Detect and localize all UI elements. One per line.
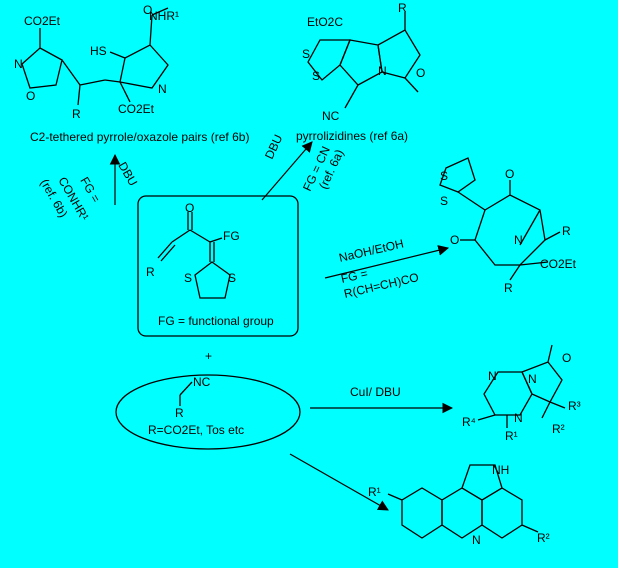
label-co2et-pyrrole: CO2Et (118, 102, 155, 116)
isocyanide-ellipse (115, 374, 301, 450)
label-co2et-oxazole: CO2Et (24, 14, 61, 28)
label-o-triazine: O (562, 351, 571, 365)
label-r-bicyclic-top: R (562, 224, 571, 238)
label-nc-pyrrolizidine: NC (322, 109, 340, 123)
label-s-bottom: S (312, 69, 320, 83)
triazine-structure (477, 344, 566, 428)
arrow-right-cond1: FG = (340, 266, 369, 286)
dithiolane-ketone-structure (157, 212, 231, 299)
label-r1-triazine: R¹ (505, 429, 518, 443)
pyrrole-oxazole-structure (21, 7, 169, 106)
label-eto2c: EtO2C (307, 15, 343, 29)
label-nc-isocyanide: NC (193, 375, 211, 389)
pyrrolizidine-structure (307, 12, 421, 109)
arrow-mid-reagent: DBU (262, 132, 285, 161)
label-n-quinoline: N (472, 533, 481, 547)
caption-functional-group: FG = functional group (158, 314, 274, 328)
label-o-oxazole: O (26, 89, 35, 103)
label-r1-quinoline: R¹ (368, 485, 381, 499)
label-s-bicyclic-bottom: S (440, 194, 448, 208)
caption-isocyanide: R=CO2Et, Tos etc (148, 423, 244, 437)
arrow-to-bicyclic (324, 245, 450, 279)
label-n-oxazole: N (14, 57, 23, 71)
label-r3-triazine: R³ (568, 399, 581, 413)
label-o-center: O (185, 201, 194, 215)
label-nhr1: NHR¹ (149, 9, 179, 23)
label-o-amide: O (143, 3, 152, 17)
label-n3-triazine: N (514, 411, 523, 425)
label-sh: HS (90, 44, 107, 58)
label-s-top: S (302, 47, 310, 61)
arrow-to-pyrroloquinoline (289, 453, 389, 511)
label-o-bicyclic-top: O (505, 167, 514, 181)
isocyanide-structure (179, 381, 193, 406)
label-r2-triazine: R² (552, 422, 565, 436)
caption-pyrrole-oxazole: C2-tethered pyrrole/oxazole pairs (ref 6… (30, 130, 249, 144)
caption-pyrrolizidines: pyrrolizidines (ref 6a) (296, 129, 408, 143)
label-r2-quinoline: R² (537, 531, 550, 545)
label-n-pyrrolizidine: N (378, 64, 387, 78)
arrow-left-reagent: DBU (115, 160, 140, 189)
label-r4-triazine: R⁴ (462, 415, 476, 429)
label-o-pyrrolizidine: O (416, 66, 425, 80)
label-r-tether: R (72, 107, 81, 121)
label-s-left-center: S (184, 271, 192, 285)
label-n2-triazine: N (528, 372, 537, 386)
plus-sign: + (205, 349, 212, 363)
arrow-to-pyrrolizidines (261, 141, 313, 201)
label-s-bicyclic-top: S (440, 169, 448, 183)
pyrroloquinoline-structure (387, 464, 539, 539)
reactant-box (137, 195, 299, 337)
label-o-bicyclic-left: O (450, 233, 459, 247)
label-n-bicyclic: N (514, 233, 523, 247)
label-r-bicyclic-bottom: R (504, 281, 513, 295)
bicyclic-product-structure (439, 157, 561, 281)
label-n1-triazine: N (488, 369, 497, 383)
label-r-isocyanide: R (175, 406, 184, 420)
arrow-cu-reagent: CuI/ DBU (350, 385, 401, 399)
label-n-pyrrole: N (158, 82, 167, 96)
label-nh-quinoline: NH (492, 463, 509, 477)
label-co2et-bicyclic: CO2Et (540, 257, 577, 271)
label-fg-center: FG (223, 229, 240, 243)
label-r-center: R (146, 265, 155, 279)
label-s-right-center: S (228, 271, 236, 285)
label-r-pyrrolizidine: R (398, 1, 407, 15)
